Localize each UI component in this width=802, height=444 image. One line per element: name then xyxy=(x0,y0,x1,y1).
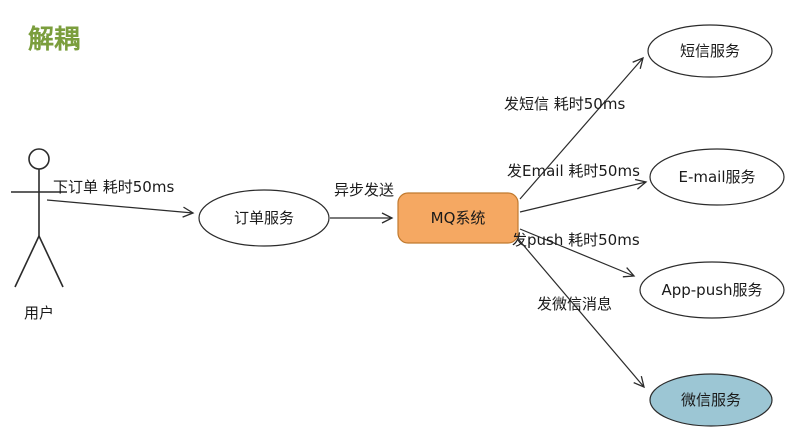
actor-head xyxy=(28,148,50,170)
edge-send-sms xyxy=(519,56,644,200)
edge-send-email-label: 发Email 耗时50ms xyxy=(507,162,640,180)
mq-system-shape xyxy=(397,192,519,244)
edge-place-order-label: 下订单 耗时50ms xyxy=(53,178,174,196)
app-push-service-shape xyxy=(639,261,785,319)
node-sms-service: 短信服务 xyxy=(647,24,773,78)
node-wechat-service: 微信服务 xyxy=(649,373,773,427)
node-email-service: E-mail服务 xyxy=(649,148,785,206)
email-service-shape xyxy=(649,148,785,206)
sms-service-shape xyxy=(647,24,773,78)
mq-system-label: MQ系统 xyxy=(431,209,486,227)
order-service-shape xyxy=(198,189,330,247)
edge-place-order xyxy=(46,199,195,218)
node-order-service: 订单服务 xyxy=(198,189,330,247)
edge-send-push xyxy=(519,228,636,278)
edge-send-sms-label: 发短信 耗时50ms xyxy=(504,95,625,113)
node-mq-system: MQ系统 xyxy=(397,192,519,244)
wechat-service-label: 微信服务 xyxy=(681,391,741,409)
edge-async-send-label: 异步发送 xyxy=(334,181,394,199)
actor-leg-left xyxy=(14,235,40,288)
edge-send-wechat xyxy=(518,239,645,389)
node-app-push-service: App-push服务 xyxy=(639,261,785,319)
order-service-label: 订单服务 xyxy=(234,209,294,227)
sms-service-label: 短信服务 xyxy=(680,42,740,60)
edge-send-push-label: 发push 耗时50ms xyxy=(512,231,640,249)
diagram-title: 解耦 xyxy=(28,25,80,55)
edge-send-wechat-label: 发微信消息 xyxy=(537,295,612,313)
wechat-service-shape xyxy=(649,373,773,427)
actor-leg-right xyxy=(38,235,64,288)
actor-user: 用户 xyxy=(11,148,67,322)
app-push-service-label: App-push服务 xyxy=(661,281,762,299)
edge-send-email xyxy=(519,178,648,213)
actor-label: 用户 xyxy=(24,304,54,322)
email-service-label: E-mail服务 xyxy=(678,168,755,186)
